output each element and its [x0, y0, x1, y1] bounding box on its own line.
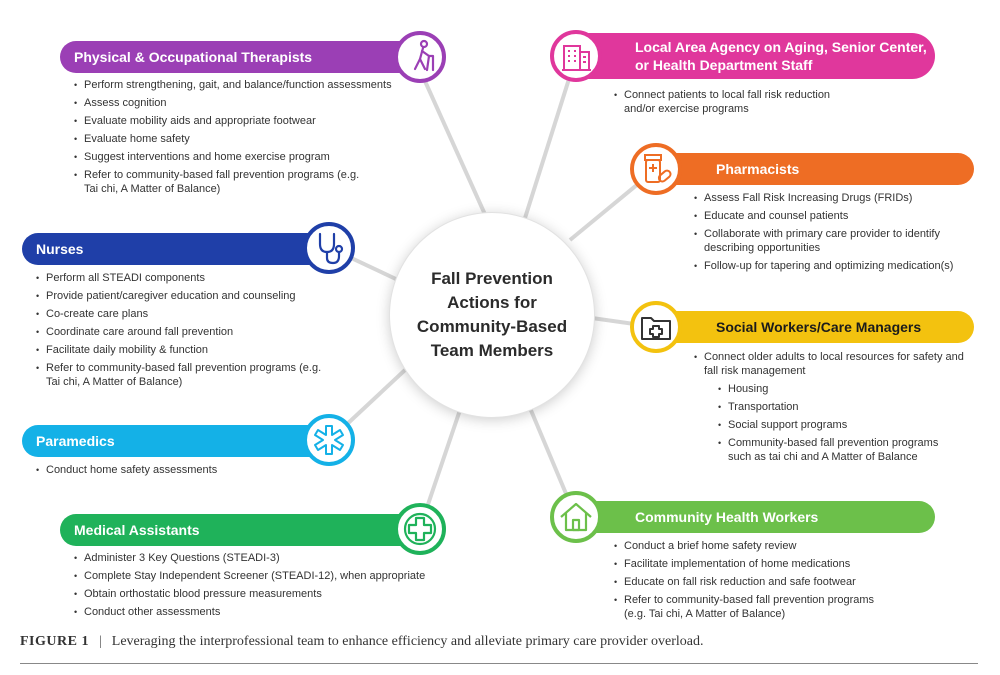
nurses-title: Nurses — [36, 241, 84, 257]
list-item: Assess cognition — [74, 96, 414, 110]
list-item: Connect older adults to local resources … — [694, 350, 964, 378]
caption-text: Leveraging the interprofessional team to… — [111, 634, 704, 649]
paramedics-title: Paramedics — [36, 433, 115, 449]
list-item: Suggest interventions and home exercise … — [74, 150, 414, 164]
list-item: Educate and counsel patients — [694, 209, 974, 223]
caption-separator: | — [98, 634, 102, 649]
physical-therapists-title: Physical & Occupational Therapists — [74, 49, 313, 65]
pill-bottle-icon — [630, 143, 682, 195]
medical-assistants-list: Administer 3 Key Questions (STEADI-3) Co… — [74, 551, 444, 623]
social-workers-list: Connect older adults to local resources … — [694, 350, 964, 468]
pharmacists-bar: Pharmacists — [654, 153, 974, 185]
social-workers-bar: Social Workers/Care Managers — [654, 311, 974, 343]
agency-on-aging-list: Connect patients to local fall risk redu… — [614, 88, 854, 120]
figure-caption: FIGURE 1 | Leveraging the interprofessiona… — [20, 634, 704, 650]
list-item: Obtain orthostatic blood pressure measur… — [74, 587, 444, 601]
list-item: Co-create care plans — [36, 307, 336, 321]
nurses-bar: Nurses — [22, 233, 332, 265]
folder-medical-icon — [630, 301, 682, 353]
list-item: Perform strengthening, gait, and balance… — [74, 78, 414, 92]
nurses-list: Perform all STEADI components Provide pa… — [36, 271, 336, 393]
list-item: Facilitate daily mobility & function — [36, 343, 336, 357]
list-item: Evaluate home safety — [74, 132, 414, 146]
list-item: Educate on fall risk reduction and safe … — [614, 575, 894, 589]
medical-cross-icon — [394, 503, 446, 555]
list-item: Conduct a brief home safety review — [614, 539, 894, 553]
agency-on-aging-bar: Local Area Agency on Aging, Senior Cente… — [573, 33, 935, 79]
list-item: Provide patient/caregiver education and … — [36, 289, 336, 303]
physical-therapists-list: Perform strengthening, gait, and balance… — [74, 78, 414, 200]
sub-list-item: Community-based fall prevention programs… — [718, 436, 964, 464]
list-item: Follow-up for tapering and optimizing me… — [694, 259, 974, 273]
list-item: Facilitate implementation of home medica… — [614, 557, 894, 571]
list-item: Connect patients to local fall risk redu… — [614, 88, 854, 116]
caption-rule — [20, 663, 978, 664]
paramedics-list: Conduct home safety assessments — [36, 463, 326, 481]
building-icon — [550, 30, 602, 82]
medical-assistants-bar: Medical Assistants — [60, 514, 420, 546]
list-item: Coordinate care around fall prevention — [36, 325, 336, 339]
list-item: Assess Fall Risk Increasing Drugs (FRIDs… — [694, 191, 974, 205]
pharmacists-title: Pharmacists — [716, 161, 800, 177]
list-item: Refer to community-based fall prevention… — [614, 593, 894, 621]
social-workers-title: Social Workers/Care Managers — [716, 319, 922, 335]
figure-label: FIGURE 1 — [20, 634, 89, 649]
spoke-physical-therapists — [418, 69, 494, 231]
sub-list-item: Housing — [718, 382, 964, 396]
agency-on-aging-title: Local Area Agency on Aging, Senior Cente… — [635, 39, 927, 73]
list-item: Refer to community-based fall prevention… — [74, 168, 374, 196]
list-item: Collaborate with primary care provider t… — [694, 227, 974, 255]
paramedics-bar: Paramedics — [22, 425, 332, 457]
list-item: Complete Stay Independent Screener (STEA… — [74, 569, 444, 583]
community-health-workers-title: Community Health Workers — [635, 509, 819, 525]
house-icon — [550, 491, 602, 543]
pharmacists-list: Assess Fall Risk Increasing Drugs (FRIDs… — [694, 191, 974, 277]
community-health-workers-bar: Community Health Workers — [573, 501, 935, 533]
list-item: Evaluate mobility aids and appropriate f… — [74, 114, 414, 128]
medical-assistants-title: Medical Assistants — [74, 522, 200, 538]
star-of-life-icon — [303, 414, 355, 466]
community-health-workers-list: Conduct a brief home safety review Facil… — [614, 539, 894, 625]
list-item: Refer to community-based fall prevention… — [36, 361, 326, 389]
sub-list-item: Transportation — [718, 400, 964, 414]
list-item: Conduct home safety assessments — [36, 463, 326, 477]
physical-therapists-bar: Physical & Occupational Therapists — [60, 41, 420, 73]
spoke-agency-on-aging — [523, 59, 577, 219]
sub-list-item: Social support programs — [718, 418, 964, 432]
list-item: Administer 3 Key Questions (STEADI-3) — [74, 551, 444, 565]
list-item: Perform all STEADI components — [36, 271, 336, 285]
list-item: Conduct other assessments — [74, 605, 444, 619]
center-hub: Fall Prevention Actions for Community-Ba… — [390, 213, 594, 417]
walker-person-icon — [394, 31, 446, 83]
stethoscope-icon — [303, 222, 355, 274]
center-title: Fall Prevention Actions for Community-Ba… — [416, 269, 568, 360]
